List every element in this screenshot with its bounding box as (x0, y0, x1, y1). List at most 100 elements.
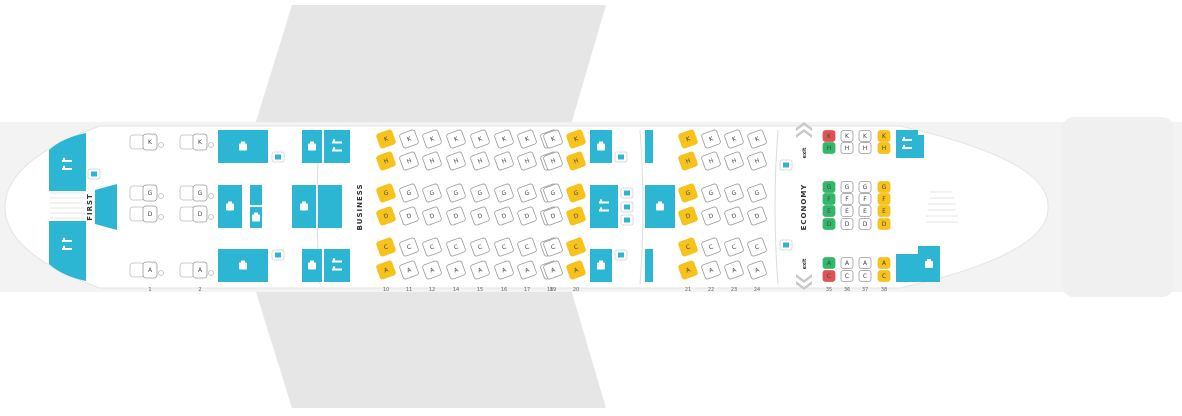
seat-23D[interactable]: D (724, 206, 744, 226)
seat-1D[interactable]: D (129, 205, 164, 223)
seat-37D[interactable]: D (858, 218, 872, 230)
seat-16H[interactable]: H (494, 151, 514, 171)
seat-16C[interactable]: C (494, 237, 514, 257)
seat-35F[interactable]: F (822, 193, 836, 205)
seat-20H[interactable]: H (566, 151, 586, 171)
seat-2G[interactable]: G (179, 184, 214, 202)
seat-15H[interactable]: H (470, 151, 490, 171)
seat-37H[interactable]: H (858, 142, 872, 154)
seat-38G[interactable]: G (877, 181, 891, 193)
seat-19C[interactable]: C (543, 237, 563, 257)
seat-15C[interactable]: C (470, 237, 490, 257)
seat-14C[interactable]: C (446, 237, 466, 257)
seat-22D[interactable]: D (701, 206, 721, 226)
seat-2A[interactable]: A (179, 261, 214, 279)
seat-21D[interactable]: D (678, 206, 698, 226)
seat-1A[interactable]: A (129, 261, 164, 279)
seat-19A[interactable]: A (543, 260, 563, 280)
seat-12C[interactable]: C (422, 237, 442, 257)
seat-24C[interactable]: C (747, 237, 767, 257)
seat-14A[interactable]: A (446, 260, 466, 280)
seat-17K[interactable]: K (517, 129, 537, 149)
seat-35G[interactable]: G (822, 181, 836, 193)
seat-38A[interactable]: A (877, 257, 891, 269)
seat-21A[interactable]: A (678, 260, 698, 280)
seat-38D[interactable]: D (877, 218, 891, 230)
seat-10D[interactable]: D (376, 206, 396, 226)
seat-36E[interactable]: E (840, 205, 854, 217)
seat-20K[interactable]: K (566, 129, 586, 149)
seat-17G[interactable]: G (517, 183, 537, 203)
seat-21C[interactable]: C (678, 237, 698, 257)
seat-19D[interactable]: D (543, 206, 563, 226)
seat-36D[interactable]: D (840, 218, 854, 230)
seat-10H[interactable]: H (376, 151, 396, 171)
seat-38E[interactable]: E (877, 205, 891, 217)
seat-17C[interactable]: C (517, 237, 537, 257)
seat-23C[interactable]: C (724, 237, 744, 257)
seat-24G[interactable]: G (747, 183, 767, 203)
seat-16A[interactable]: A (494, 260, 514, 280)
seat-12H[interactable]: H (422, 151, 442, 171)
seat-24D[interactable]: D (747, 206, 767, 226)
seat-15A[interactable]: A (470, 260, 490, 280)
seat-14G[interactable]: G (446, 183, 466, 203)
seat-15K[interactable]: K (470, 129, 490, 149)
seat-24K[interactable]: K (747, 129, 767, 149)
seat-10G[interactable]: G (376, 183, 396, 203)
seat-16D[interactable]: D (494, 206, 514, 226)
seat-24A[interactable]: A (747, 260, 767, 280)
seat-37K[interactable]: K (858, 130, 872, 142)
seat-20C[interactable]: C (566, 237, 586, 257)
seat-11D[interactable]: D (399, 206, 419, 226)
seat-1G[interactable]: G (129, 184, 164, 202)
seat-17H[interactable]: H (517, 151, 537, 171)
seat-11G[interactable]: G (399, 183, 419, 203)
seat-22H[interactable]: H (701, 151, 721, 171)
seat-35H[interactable]: H (822, 142, 836, 154)
seat-22G[interactable]: G (701, 183, 721, 203)
seat-12A[interactable]: A (422, 260, 442, 280)
seat-23A[interactable]: A (724, 260, 744, 280)
seat-23H[interactable]: H (724, 151, 744, 171)
seat-12K[interactable]: K (422, 129, 442, 149)
seat-14K[interactable]: K (446, 129, 466, 149)
seat-24H[interactable]: H (747, 151, 767, 171)
seat-37G[interactable]: G (858, 181, 872, 193)
seat-36F[interactable]: F (840, 193, 854, 205)
seat-21H[interactable]: H (678, 151, 698, 171)
seat-22A[interactable]: A (701, 260, 721, 280)
seat-21K[interactable]: K (678, 129, 698, 149)
seat-35D[interactable]: D (822, 218, 836, 230)
seat-36K[interactable]: K (840, 130, 854, 142)
seat-11K[interactable]: K (399, 129, 419, 149)
seat-15D[interactable]: D (470, 206, 490, 226)
seat-2K[interactable]: K (179, 133, 214, 151)
seat-36G[interactable]: G (840, 181, 854, 193)
seat-38H[interactable]: H (877, 142, 891, 154)
seat-17A[interactable]: A (517, 260, 537, 280)
seat-38K[interactable]: K (877, 130, 891, 142)
seat-38F[interactable]: F (877, 193, 891, 205)
seat-19H[interactable]: H (543, 151, 563, 171)
seat-14D[interactable]: D (446, 206, 466, 226)
seat-11H[interactable]: H (399, 151, 419, 171)
seat-11C[interactable]: C (399, 237, 419, 257)
seat-35C[interactable]: C (822, 270, 836, 282)
seat-21G[interactable]: G (678, 183, 698, 203)
seat-12G[interactable]: G (422, 183, 442, 203)
seat-36A[interactable]: A (840, 257, 854, 269)
seat-20G[interactable]: G (566, 183, 586, 203)
seat-35E[interactable]: E (822, 205, 836, 217)
seat-37C[interactable]: C (858, 270, 872, 282)
seat-23G[interactable]: G (724, 183, 744, 203)
seat-11A[interactable]: A (399, 260, 419, 280)
seat-16K[interactable]: K (494, 129, 514, 149)
seat-38C[interactable]: C (877, 270, 891, 282)
seat-36H[interactable]: H (840, 142, 854, 154)
seat-19K[interactable]: K (543, 129, 563, 149)
seat-23K[interactable]: K (724, 129, 744, 149)
seat-10A[interactable]: A (376, 260, 396, 280)
seat-35K[interactable]: K (822, 130, 836, 142)
seat-12D[interactable]: D (422, 206, 442, 226)
